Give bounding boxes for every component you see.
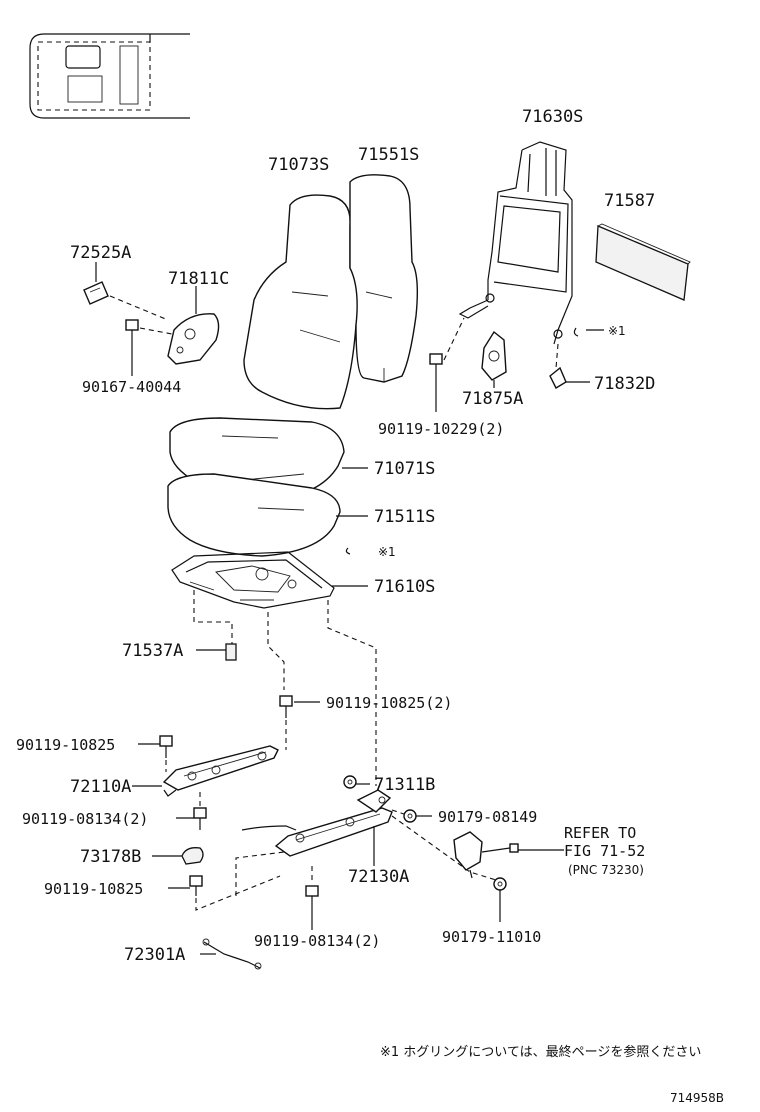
label-71511S: 71511S — [374, 507, 435, 527]
bolt-icon — [125, 319, 139, 340]
label-90119-08134-upper: 90119-08134(2) — [22, 810, 148, 828]
label-71071S: 71071S — [374, 459, 435, 479]
label-71811C: 71811C — [168, 269, 229, 289]
bolt-icon — [193, 807, 207, 830]
cable-icon — [202, 938, 262, 970]
refer-line-1: REFER TO — [564, 824, 636, 842]
refer-line-2: FIG 71-52 — [564, 842, 645, 860]
seat-track-right — [241, 789, 393, 857]
bolt-icon — [159, 735, 173, 758]
seat-track-left — [162, 745, 279, 797]
seatback-frame — [458, 141, 573, 345]
seatbelt-buckle-icon — [453, 831, 519, 879]
label-72110A: 72110A — [70, 777, 131, 797]
bolt-icon — [305, 885, 319, 910]
label-90179-11010: 90179-11010 — [442, 928, 541, 946]
nut-icon — [403, 809, 417, 823]
bolt-icon — [429, 353, 443, 374]
refer-line-3: (PNC 73230) — [568, 863, 644, 877]
seat-cushion-pad — [167, 473, 341, 557]
label-90179-08149: 90179-08149 — [438, 808, 537, 826]
label-90119-10825-upper: 90119-10825 — [16, 736, 115, 754]
label-71630S: 71630S — [522, 107, 583, 127]
label-72130A: 72130A — [348, 867, 409, 887]
seatback-pad — [243, 194, 359, 410]
nut-icon — [343, 775, 357, 789]
label-90119-08134-lower: 90119-08134(2) — [254, 932, 380, 950]
label-71875A: 71875A — [462, 389, 523, 409]
vehicle-locator-icon — [29, 33, 190, 119]
label-71832D: 71832D — [594, 374, 655, 394]
seatback-cover — [349, 174, 419, 383]
label-90167-40044: 90167-40044 — [82, 378, 181, 396]
label-72525A: 72525A — [70, 243, 131, 263]
clip-icon — [83, 281, 109, 305]
label-71537A: 71537A — [122, 641, 183, 661]
spacer-icon — [225, 643, 237, 661]
seat-cushion-frame — [171, 551, 335, 609]
seatback-board — [595, 223, 691, 301]
hinge-cover — [167, 313, 220, 365]
footnote: ※1 ホグリングについては、最終ページを参照ください — [380, 1044, 701, 1060]
hog-ring-mark-upper: ※1 — [608, 324, 626, 338]
bolt-icon — [189, 875, 203, 896]
label-90119-10825-2: 90119-10825(2) — [326, 694, 452, 712]
label-71610S: 71610S — [374, 577, 435, 597]
hook-clip-icon — [549, 366, 567, 389]
label-71073S: 71073S — [268, 155, 329, 175]
bolt-icon — [279, 695, 293, 718]
hog-ring-mark-lower: ※1 — [378, 545, 396, 559]
label-71551S: 71551S — [358, 145, 419, 165]
recliner-cover — [481, 330, 507, 381]
label-72301A: 72301A — [124, 945, 185, 965]
label-71311B: 71311B — [374, 775, 435, 795]
nut-icon — [493, 877, 507, 891]
label-90119-10229: 90119-10229(2) — [378, 420, 504, 438]
figure-id: 714958B — [670, 1091, 724, 1105]
track-cover-icon — [181, 847, 204, 865]
label-71587: 71587 — [604, 191, 655, 211]
label-90119-10825-lower: 90119-10825 — [44, 880, 143, 898]
label-73178B: 73178B — [80, 847, 141, 867]
